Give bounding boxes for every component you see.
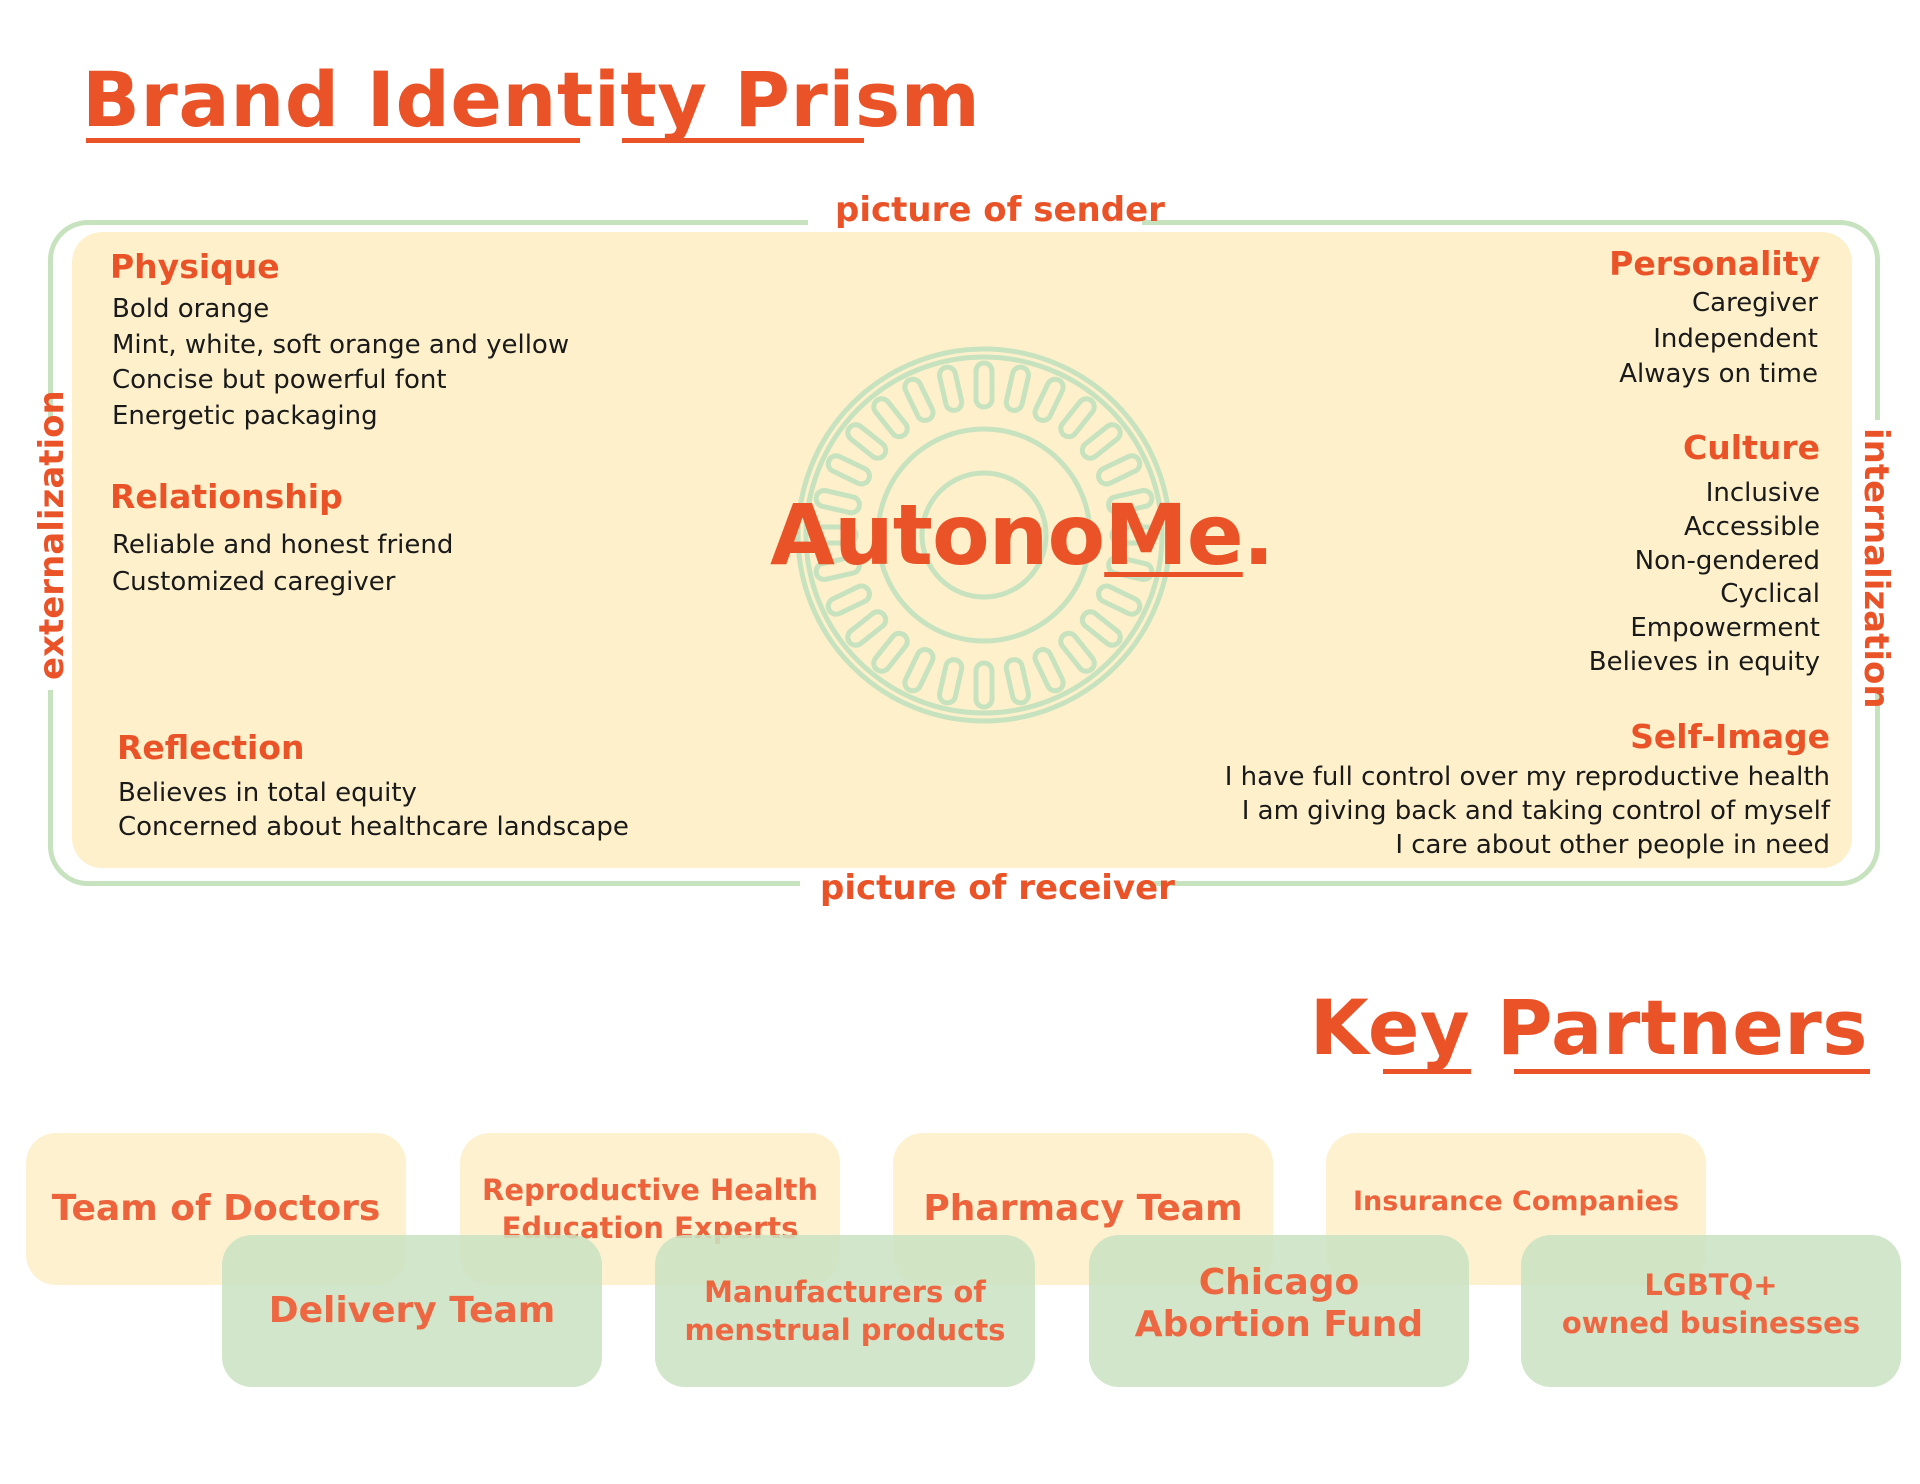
list-culture: Inclusive Accessible Non-gendered Cyclic… <box>1589 477 1820 680</box>
partner-card: Team of Doctors <box>26 1133 406 1285</box>
list-self-image: I have full control over my reproductive… <box>1225 760 1830 862</box>
label-internalization: internalization <box>1856 428 1896 709</box>
pill-icon <box>902 376 936 423</box>
list-item: Inclusive <box>1705 478 1820 508</box>
partner-label: Manufacturers of <box>704 1275 986 1309</box>
section-title-personality: Personality <box>1609 244 1820 283</box>
pill-icon <box>1106 554 1155 582</box>
partner-label: Reproductive Health <box>481 1173 818 1207</box>
label-picture-of-receiver: picture of receiver <box>820 868 1175 908</box>
partner-label: Insurance Companies <box>1353 1186 1679 1217</box>
partner-card: Delivery Team <box>222 1235 602 1387</box>
partners-underline-left <box>1383 1069 1471 1074</box>
partner-card: LGBTQ+ owned businesses <box>1521 1235 1901 1387</box>
list-item: I care about other people in need <box>1395 830 1830 860</box>
list-item: Mint, white, soft orange and yellow <box>112 329 570 360</box>
pill-icon <box>845 422 889 461</box>
pill-icon <box>1096 583 1143 617</box>
partner-label: Team of Doctors <box>51 1188 381 1229</box>
list-item: I have full control over my reproductive… <box>1224 762 1830 792</box>
section-title-relationship: Relationship <box>110 477 343 516</box>
pill-icon <box>937 364 965 413</box>
pill-icon <box>1003 657 1031 706</box>
pill-icon <box>813 488 862 516</box>
pill-icon <box>1032 647 1066 694</box>
pill-icon <box>973 360 995 410</box>
partner-label: Delivery Team <box>268 1290 556 1331</box>
partners-title: Key Partners <box>1309 983 1868 1072</box>
list-personality: Caregiver Independent Always on time <box>1619 286 1818 393</box>
pill-icon <box>813 554 862 582</box>
partner-card: Manufacturers of menstrual products <box>655 1235 1035 1387</box>
pill-icon <box>902 647 936 694</box>
list-item: Reliable and honest friend <box>112 530 454 560</box>
pill-icon <box>1058 630 1097 674</box>
partner-label: Pharmacy Team <box>923 1188 1243 1229</box>
list-item: Customized caregiver <box>112 567 396 597</box>
pill-icon <box>1109 524 1159 546</box>
section-title-self-image: Self-Image <box>1630 717 1830 756</box>
pill-icon <box>825 453 872 487</box>
list-item: Cyclical <box>1720 579 1820 610</box>
brand-logo: AutonoMe. <box>770 486 1275 584</box>
pill-icon <box>1058 396 1097 440</box>
title-underline-left <box>86 138 580 143</box>
list-item: Accessible <box>1684 511 1820 542</box>
pill-icon <box>871 396 910 440</box>
list-item: Energetic packaging <box>112 400 378 431</box>
partners-underline-right <box>1514 1069 1870 1074</box>
list-item: Caregiver <box>1691 288 1818 318</box>
list-reflection: Believes in total equity Concerned about… <box>118 776 629 844</box>
list-item: Independent <box>1653 323 1818 354</box>
list-item: I am giving back and taking control of m… <box>1241 796 1830 826</box>
list-relationship: Reliable and honest friend Customized ca… <box>112 527 453 601</box>
pill-icon <box>937 657 965 706</box>
list-item: Non-gendered <box>1634 545 1820 576</box>
section-title-physique: Physique <box>110 247 280 286</box>
list-item: Believes in equity <box>1588 646 1820 677</box>
pill-icon <box>809 524 859 546</box>
partner-label: owned businesses <box>1561 1306 1861 1340</box>
list-item: Always on time <box>1619 359 1818 389</box>
pill-icon <box>1032 376 1066 423</box>
pill-icon <box>1106 488 1155 516</box>
pill-icon <box>1079 609 1123 648</box>
list-item: Concerned about healthcare landscape <box>118 812 629 842</box>
pill-icon <box>871 630 910 674</box>
list-item: Believes in total equity <box>118 778 417 808</box>
pill-icon <box>1079 422 1123 461</box>
page-title: Brand Identity Prism <box>82 55 981 144</box>
list-item: Empowerment <box>1630 613 1820 644</box>
partner-label: menstrual products <box>684 1313 1006 1347</box>
partner-label: LGBTQ+ <box>1644 1268 1778 1302</box>
pill-pack-emblem-icon <box>795 346 1173 724</box>
partner-label: Chicago <box>1198 1262 1360 1303</box>
pill-icon <box>825 583 872 617</box>
pill-icon <box>1003 364 1031 413</box>
section-title-culture: Culture <box>1683 428 1820 467</box>
title-underline-right <box>622 138 864 143</box>
list-physique: Bold orange Mint, white, soft orange and… <box>112 292 569 434</box>
pill-icon <box>1096 453 1143 487</box>
pill-icon <box>845 609 889 648</box>
section-title-reflection: Reflection <box>117 728 305 767</box>
pill-icon <box>973 660 995 710</box>
prism-panel <box>72 232 1852 868</box>
label-externalization: externalization <box>32 390 72 680</box>
label-picture-of-sender: picture of sender <box>835 190 1165 230</box>
list-item: Bold orange <box>112 294 270 324</box>
partner-label: Abortion Fund <box>1134 1304 1424 1345</box>
list-item: Concise but powerful font <box>112 365 447 395</box>
